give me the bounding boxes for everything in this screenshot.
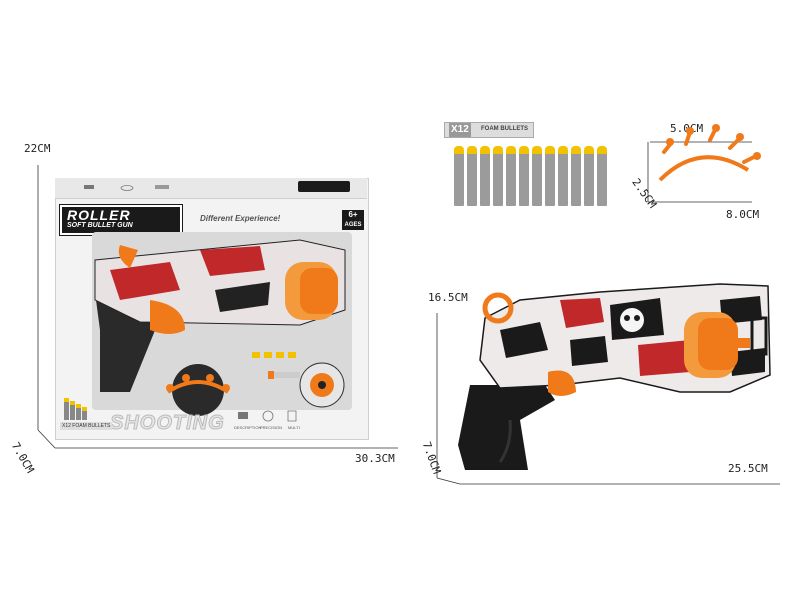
mini-icon-label-2: PRECISION — [260, 425, 283, 430]
package-top-strip — [55, 178, 367, 199]
brand-name: ROLLER — [67, 207, 131, 223]
package-side-text: SHOOTING — [110, 412, 225, 435]
foam-dart — [571, 146, 581, 206]
package-foam-label: X12 FOAM BULLETS — [60, 422, 113, 430]
foam-dart — [545, 146, 555, 206]
age-badge: 6+ AGES — [342, 210, 364, 230]
mini-icon-label-3: MULTI — [288, 425, 300, 430]
foam-dart — [493, 146, 503, 206]
foam-dart — [506, 146, 516, 206]
mini-icon-label-1: DESCRIPTION — [234, 425, 262, 430]
dart-count: X12 — [449, 123, 471, 137]
box-height-label: 22CM — [24, 142, 51, 155]
foam-dart — [480, 146, 490, 206]
package-brand-logo: ROLLER SOFT BULLET GUN — [59, 204, 183, 236]
foam-dart — [519, 146, 529, 206]
foam-bullets-card: X12 FOAM BULLETS — [444, 122, 534, 138]
speed-loader-length-label: 8.0CM — [726, 208, 760, 221]
foam-dart — [454, 146, 464, 206]
gun-height-label: 16.5CM — [428, 291, 468, 304]
box-width-label: 30.3CM — [355, 452, 395, 465]
age-label: AGES — [344, 222, 362, 228]
speed-loader-width-label: 5.0CM — [670, 122, 704, 135]
brand-subtitle: SOFT BULLET GUN — [67, 222, 133, 229]
package-tagline: Different Experience! — [200, 214, 281, 223]
foam-dart — [532, 146, 542, 206]
foam-dart — [584, 146, 594, 206]
dart-card-label: FOAM BULLETS — [481, 126, 528, 132]
gun-length-label: 25.5CM — [728, 462, 768, 475]
foam-dart — [558, 146, 568, 206]
foam-dart — [597, 146, 607, 206]
age-value: 6+ — [348, 210, 358, 219]
foam-dart — [467, 146, 477, 206]
